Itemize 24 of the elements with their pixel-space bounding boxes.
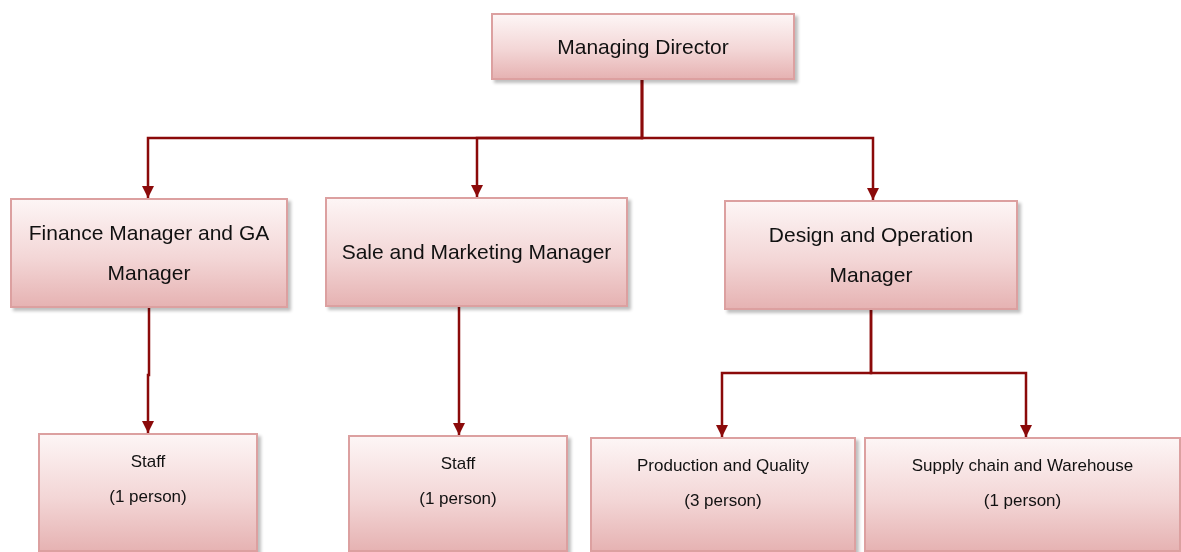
role-title: Supply chain and Warehouse [911,455,1134,477]
org-box [10,198,288,308]
org-box [325,197,628,307]
connector-arrow [640,80,880,200]
org-box [348,435,568,552]
connector-arrow [141,308,155,433]
org-box [590,437,856,552]
org-box [491,13,795,80]
role-title: Design and Operation Manager [767,222,975,288]
role-title: Finance Manager and GA Manager [27,220,271,286]
role-title: Managing Director [557,33,729,60]
role-title: Production and Quality [637,455,809,477]
connector-arrow [452,307,466,435]
role-title: Sale and Marketing Manager [341,239,612,266]
staff-count: (1 person) [109,486,187,508]
connector-arrow [869,310,1033,437]
staff-count: (1 person) [419,488,497,510]
org-box [864,437,1181,552]
role-title: Staff [440,453,476,475]
org-box [38,433,258,552]
staff-count: (3 person) [684,490,762,512]
staff-count: (1 person) [983,490,1062,512]
org-box [724,200,1018,310]
role-title: Staff [130,451,166,473]
